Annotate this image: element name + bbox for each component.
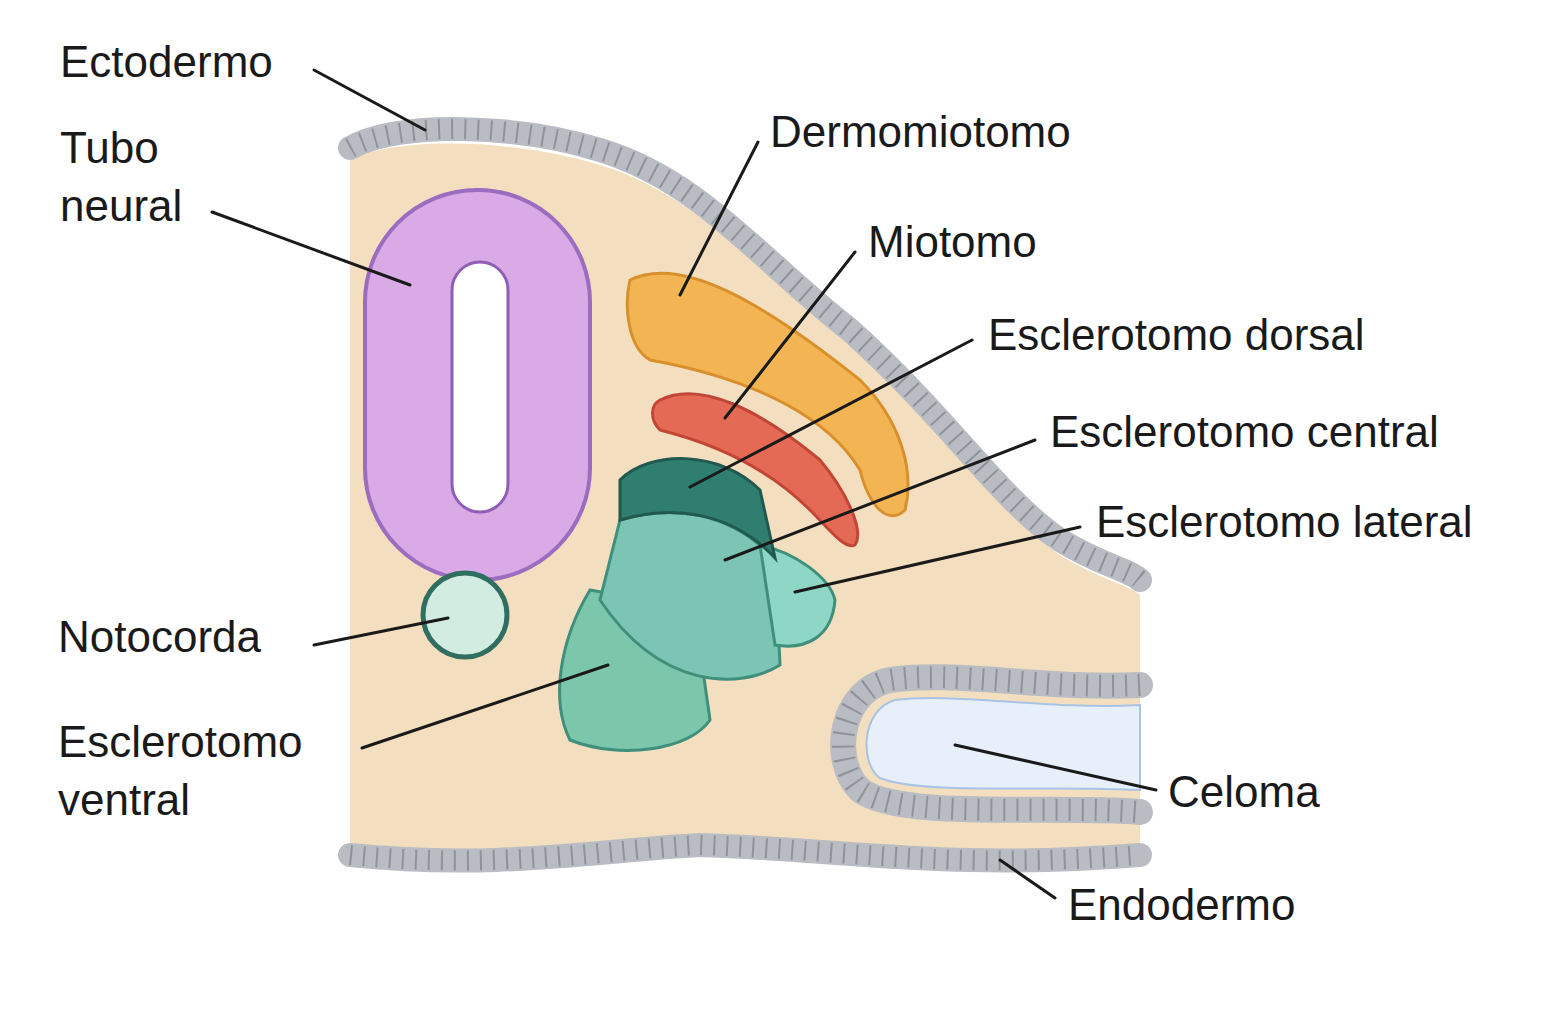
leader-line [725, 440, 1035, 560]
leader-line [795, 527, 1080, 592]
dorsal-sclerotome [620, 459, 775, 558]
leader-line [680, 142, 758, 295]
leader-line [314, 70, 425, 130]
leader-line [362, 665, 608, 748]
part-label: Tubo neural [60, 119, 260, 235]
leader-lines [212, 70, 1156, 898]
leader-line [314, 618, 448, 645]
endoderm-band [350, 845, 1140, 860]
notochord [423, 573, 507, 657]
part-label: Esclerotomo dorsal [988, 306, 1365, 364]
part-label: Miotomo [868, 213, 1037, 271]
leader-line [212, 212, 410, 285]
part-label: Celoma [1168, 763, 1320, 821]
neural-tube [365, 190, 590, 580]
part-label: Notocorda [58, 608, 261, 666]
coelom-cells [843, 677, 1140, 812]
leader-line [690, 340, 972, 487]
leader-line [1000, 860, 1055, 898]
part-label: Esclerotomo lateral [1096, 493, 1473, 551]
part-label: Endodermo [1068, 876, 1295, 934]
leader-line [955, 745, 1156, 790]
endoderm-cells [350, 845, 1140, 860]
part-label: Dermomiotomo [770, 103, 1071, 161]
lateral-sclerotome [760, 545, 835, 646]
leader-line [725, 252, 855, 418]
neural-lumen [452, 262, 508, 512]
coelom-wall [843, 677, 1140, 812]
part-label: Esclerotomo ventral [58, 713, 378, 829]
part-label: Esclerotomo central [1050, 403, 1439, 461]
part-label: Ectodermo [60, 33, 273, 91]
